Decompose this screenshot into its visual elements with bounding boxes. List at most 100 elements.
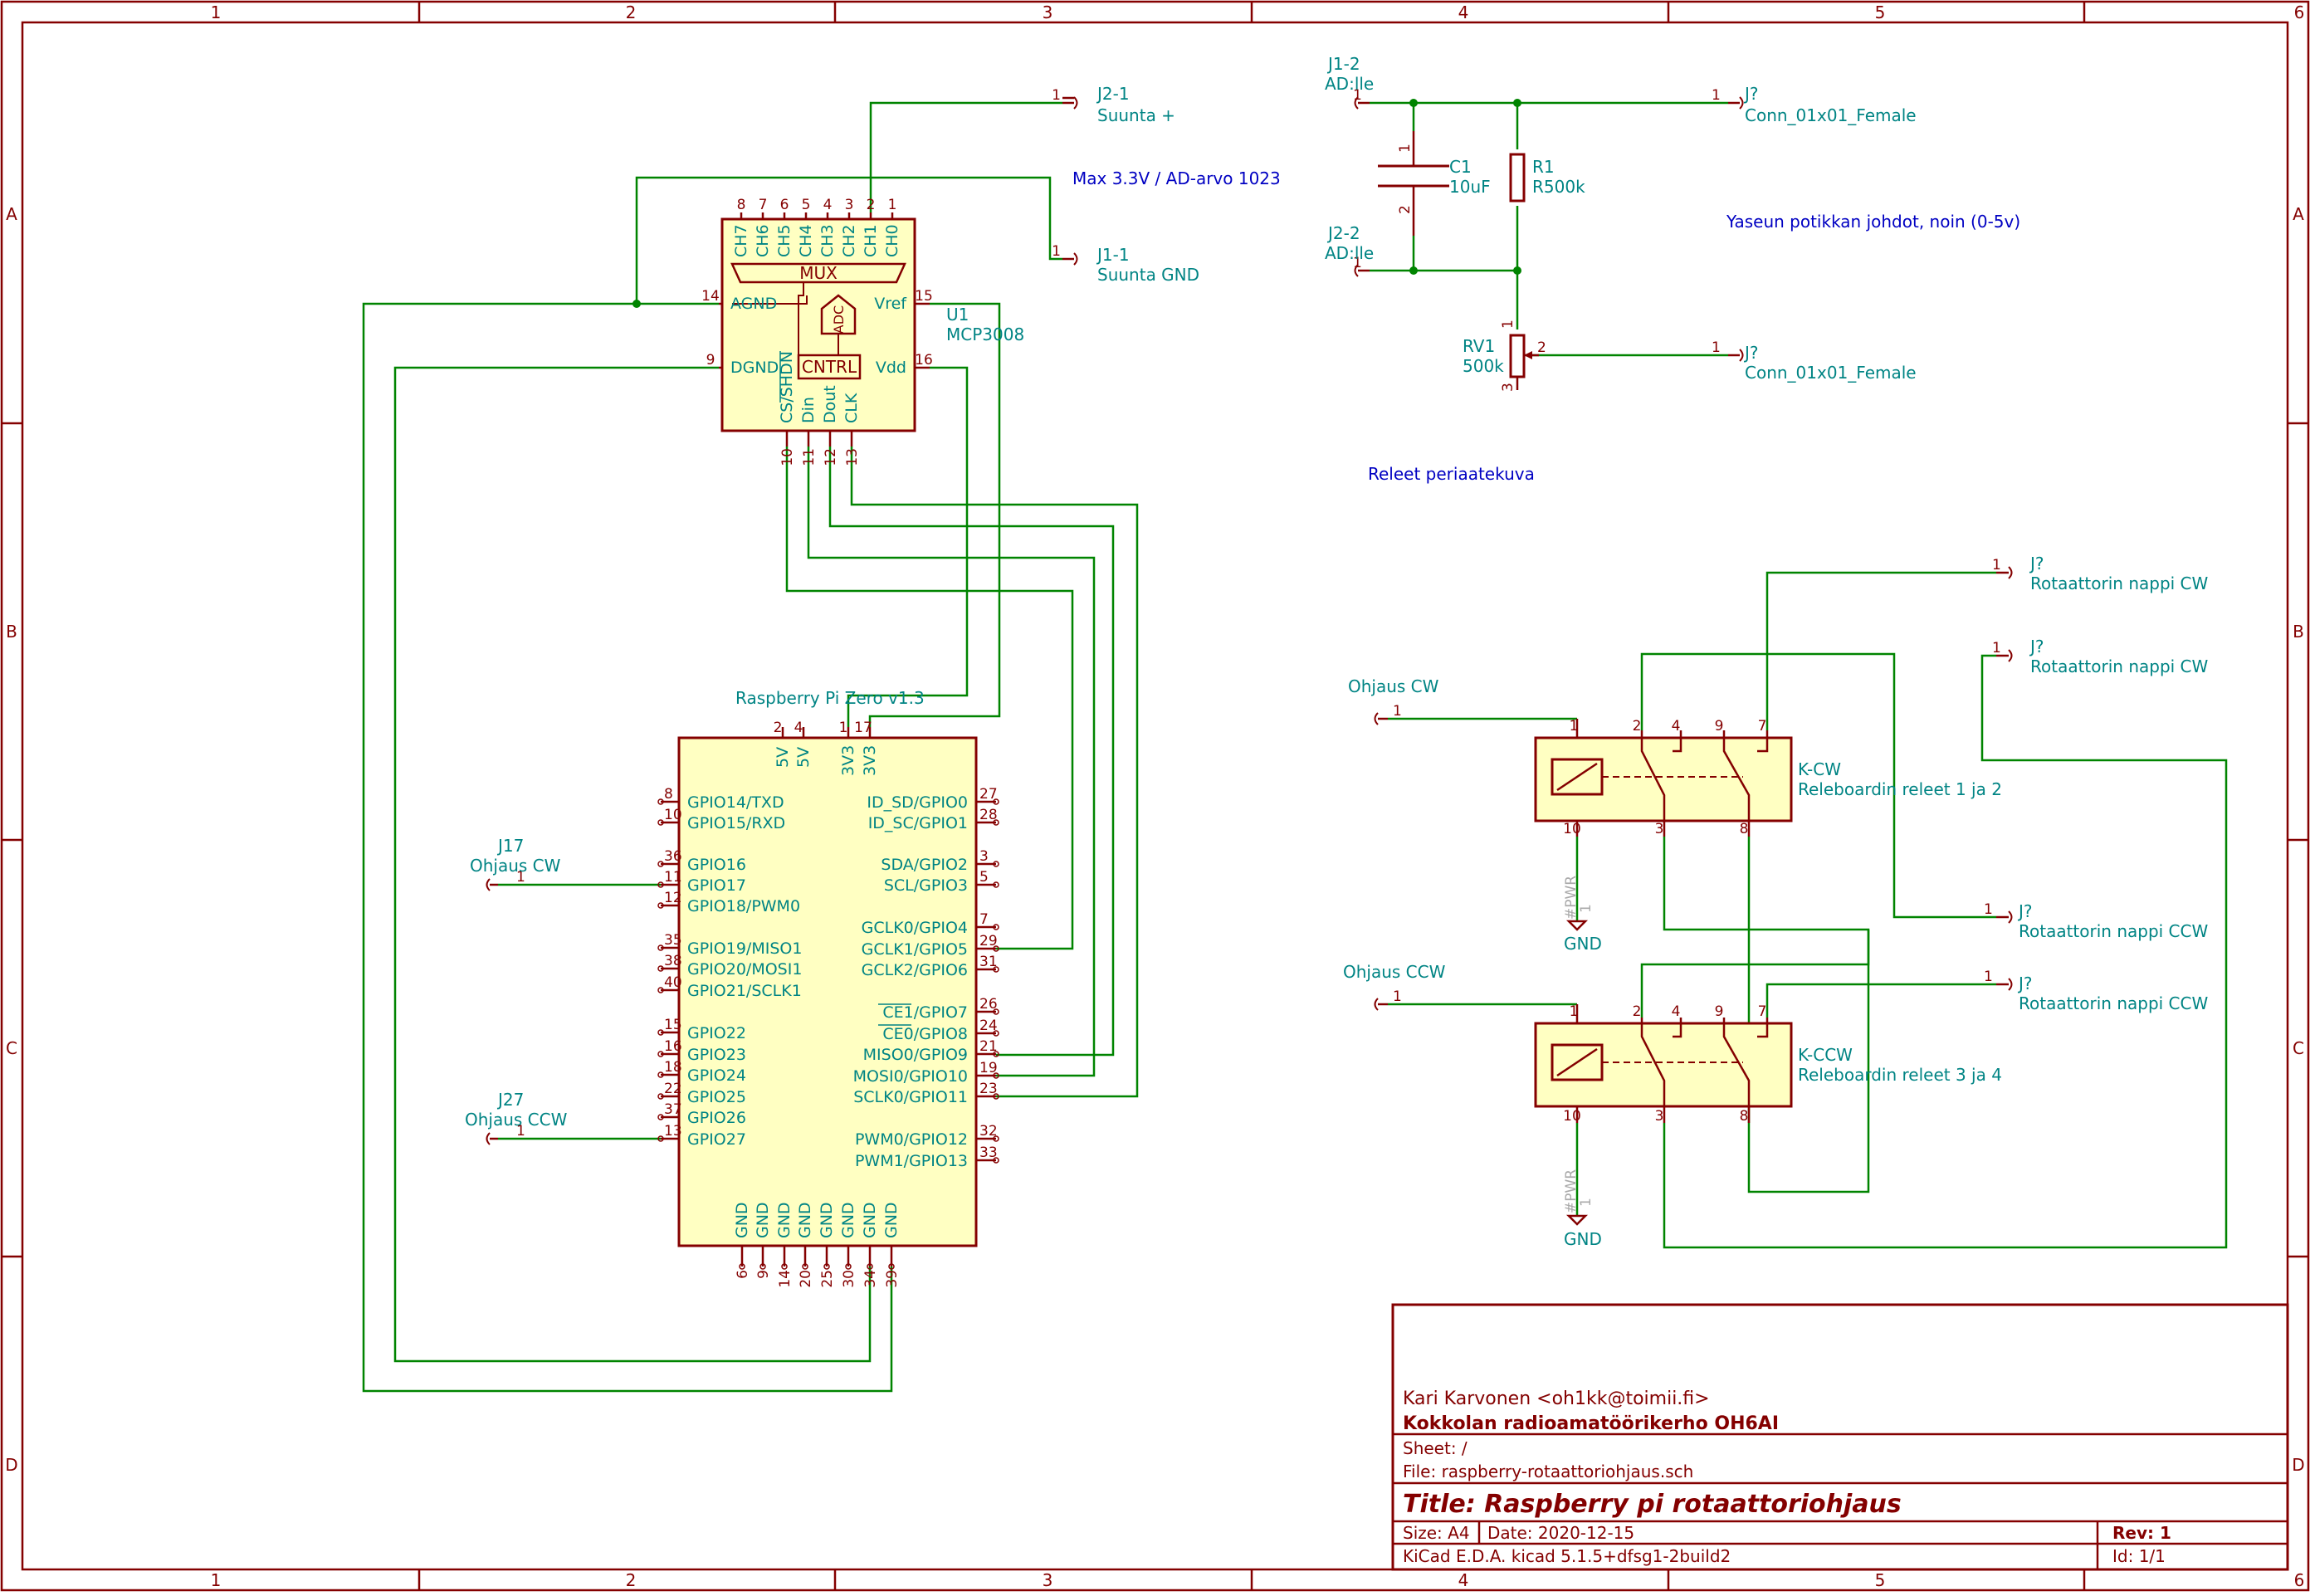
pin-name: GCLK2/GPIO6 [862,961,968,979]
pin-number: 1 [1992,640,2001,656]
pin-number: 35 [664,932,682,949]
pin-name: Din [799,397,818,423]
note-max: Max 3.3V / AD-arvo 1023 [1072,168,1281,188]
raspberry-pi-symbol[interactable]: Raspberry Pi Zero v1.3 2 4 1 17 5V 5V 3V… [657,688,999,1288]
pin-number: 6 [780,197,789,213]
connector-j27[interactable]: 1 J27 Ohjaus CCW [465,1090,568,1145]
pin-name: GPIO23 [687,1046,746,1064]
resistor-value: R500k [1532,177,1585,197]
junction-dots [632,99,1521,308]
frame-row-label: D [2292,1455,2304,1475]
frame-col-label: 5 [1875,2,1886,22]
connector-j17[interactable]: 1 J17 Ohjaus CW [470,836,561,891]
pin-number: 31 [979,954,998,970]
pin-name: 3V3 [839,745,857,776]
connector-jq1[interactable]: 1 J? Conn_01x01_Female [1712,84,1917,125]
pin-name: MISO0/GPIO9 [863,1046,968,1064]
pin-number: 27 [979,786,998,803]
pin-name: MOSI0/GPIO10 [853,1067,968,1086]
pin-number: 1 [1393,703,1402,720]
pin-number: 1 [1570,1003,1579,1020]
frame-row-label: C [2293,1038,2304,1058]
connector-ohjaus-ccw[interactable]: 1 Ohjaus CCW [1343,962,1446,1011]
relay-k-cw[interactable]: 1 2 4 9 7 10 3 8 K-CW Releboardin releet… [1534,718,2002,837]
connector-ref: J17 [496,836,524,856]
connector-jq6[interactable]: 1 J? Rotaattorin nappi CCW [1984,969,2208,1013]
frame-col-label: 2 [626,1570,637,1590]
gnd-label: GND [1564,1229,1602,1249]
connector-ref: J? [1743,343,1759,363]
connector-j1-2[interactable]: 1 J1-2 AD:lle [1325,54,1374,110]
pin-name: GND [839,1202,857,1238]
pin-number: 13 [844,448,861,466]
pin-name: CH1 [862,224,880,257]
potentiometer-ref: RV1 [1463,336,1495,356]
pin-number: 1 [888,197,897,213]
pin-number: 18 [664,1059,682,1076]
pin-number: 20 [798,1270,814,1288]
connector-jq3[interactable]: 1 J? Rotaattorin nappi CW [1992,554,2209,593]
connector-ref: J? [2029,554,2044,573]
resistor-r1[interactable]: R1 R500k [1509,153,1585,203]
pin-number: 28 [979,807,998,823]
pin-number: 12 [823,448,839,466]
pin-name: 5V [774,747,792,768]
pin-name: Vref [874,295,907,313]
connector-j2-1[interactable]: 1 J2-1 Suunta + [1052,84,1175,125]
pin-number: 8 [664,786,673,803]
potentiometer-rv1[interactable]: 1 2 3 RV1 500k [1463,320,1546,392]
connector-jq2[interactable]: 1 J? Conn_01x01_Female [1712,339,1917,383]
pin-number: 16 [915,352,933,368]
pin-number: 26 [979,996,998,1013]
connector-ohjaus-cw[interactable]: 1 Ohjaus CW [1348,676,1439,725]
connector-value: Suunta + [1097,105,1175,125]
frame-col-label: 3 [1043,1570,1053,1590]
pin-number: 13 [664,1123,682,1140]
pin-name: PWM0/GPIO12 [855,1130,968,1149]
pin-number: 34 [862,1270,879,1288]
pin-number: 4 [794,720,803,736]
gnd-label: GND [1564,934,1602,954]
connector-ref: J? [2017,974,2033,993]
pin-name: GND [882,1202,901,1238]
connector-value: Rotaattorin nappi CW [2030,656,2209,676]
gnd-symbol: GND #PWR 1 [1563,1169,1602,1249]
connector-jq4[interactable]: 1 J? Rotaattorin nappi CW [1992,637,2209,676]
gnd-ref: #PWR [1563,1169,1580,1213]
pin-number: 11 [664,869,682,886]
relay-k-ccw[interactable]: 1 2 4 9 7 10 3 8 K-CCW Releboardin relee… [1534,1003,2002,1125]
pin-number: 10 [1563,821,1581,837]
connector-jq5[interactable]: 1 J? Rotaattorin nappi CCW [1984,901,2208,941]
capacitor-c1[interactable]: 1 2 C1 10uF [1378,131,1491,236]
connector-value: Rotaattorin nappi CCW [2019,993,2208,1013]
connector-value: AD:lle [1325,74,1374,94]
pin-number: 8 [737,197,746,213]
pin-number: 30 [841,1270,857,1288]
pin-name: GND [861,1202,879,1238]
frame-col-label: 1 [211,1570,222,1590]
pin-name: GCLK1/GPIO5 [862,940,968,959]
pin-number: 10 [664,807,682,823]
frame-col-label: 6 [2294,1570,2305,1590]
mcp3008-chip[interactable]: MUX ADC CNTRL 8 7 6 5 4 3 2 1 14 9 15 16… [701,197,1024,466]
frame-col-label: 3 [1043,2,1053,22]
pin-name: 5V [794,747,813,768]
pin-number: 14 [777,1270,794,1288]
pin-number: 1 [1984,901,1993,918]
connector-value: Conn_01x01_Female [1745,105,1917,125]
pin-number: 15 [664,1017,682,1033]
connector-ref: J27 [496,1090,524,1110]
pin-number: 12 [664,890,682,906]
company: Kokkolan radioamatöörikerho OH6AI [1403,1413,1779,1434]
pin-name: CH5 [775,224,794,257]
relay-value: Releboardin releet 1 ja 2 [1798,779,2002,799]
connector-j2-2[interactable]: 1 J2-2 AD:lle [1325,223,1374,277]
pin-number: 2 [1397,205,1414,214]
pin-number: 1 [1578,1198,1595,1207]
pin-name: GND [754,1202,772,1238]
connector-j1-1[interactable]: 1 J1-1 Suunta GND [1052,243,1199,285]
frame-row-label: A [6,204,17,224]
